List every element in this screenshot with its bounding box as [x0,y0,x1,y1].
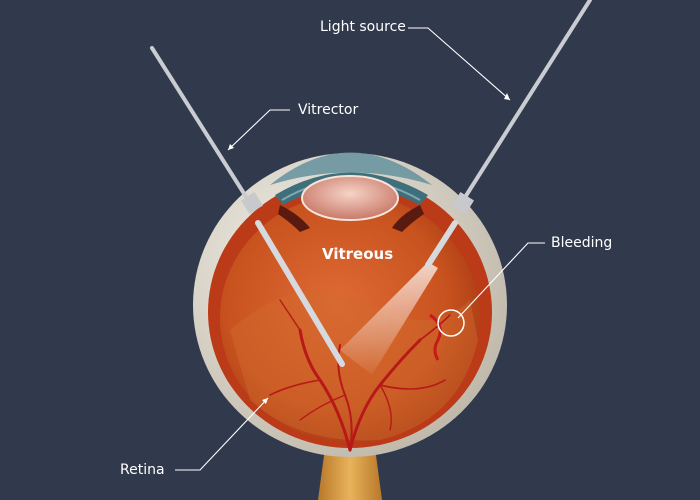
light-probe-port [451,191,475,215]
lens [301,175,399,221]
ciliary-body-left [278,205,310,232]
vitrector-shaft-outer [150,46,252,205]
blood-vessels [269,299,451,452]
vitrector-arrowhead [228,144,234,150]
retina-arrowhead [262,398,268,404]
leader-lines [175,27,545,471]
optic-nerve [318,448,382,500]
light-source-arrowhead [504,93,510,100]
light-beam [340,262,438,375]
light-source-leader [408,27,511,101]
label-vitrector: Vitrector [298,102,359,118]
bleeding-vessel [429,313,442,361]
vitrector-leader [227,109,290,151]
iris [275,172,428,205]
light-probe-shaft-outer [460,0,592,204]
retina-leader [175,397,269,471]
vitrector-shaft-inner [255,220,345,367]
light-probe-shaft-inner [425,220,458,268]
retina-surface [230,290,478,441]
cornea [270,152,432,185]
label-light-source: Light source [320,19,406,35]
label-bleeding: Bleeding [551,235,613,251]
vitreous-body [220,194,480,442]
ciliary-body-right [392,205,424,232]
label-vitreous: Vitreous [322,245,394,263]
bleeding-highlight-circle [437,309,465,337]
label-retina: Retina [120,462,165,478]
bleeding-leader [457,242,545,319]
vitrector-port [240,191,264,215]
